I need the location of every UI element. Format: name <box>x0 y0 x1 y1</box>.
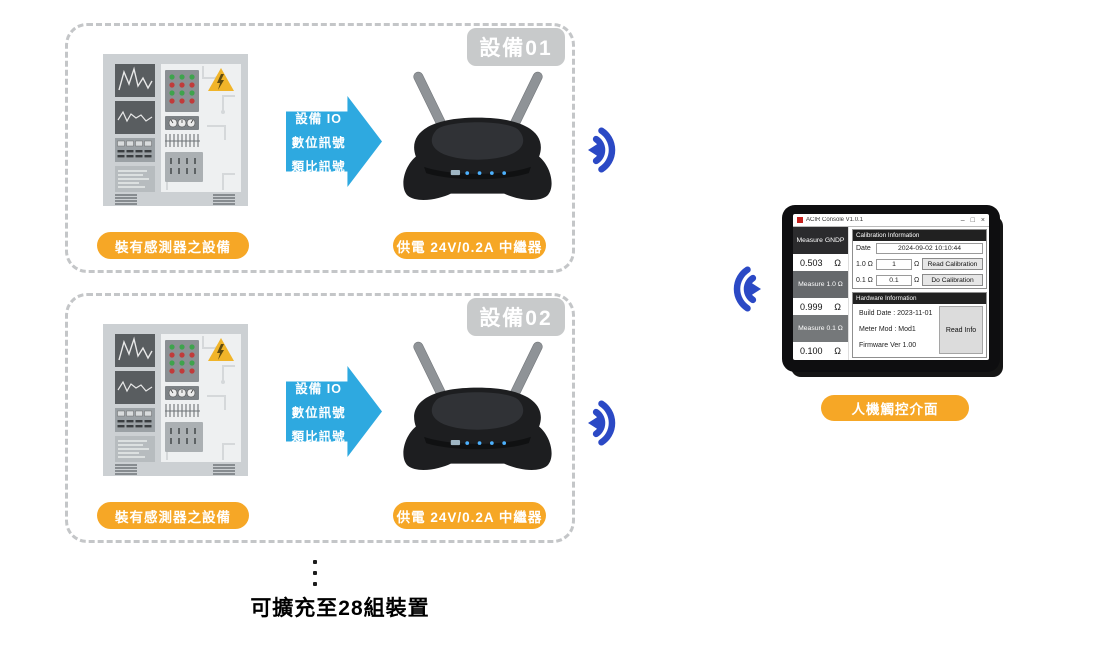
arrow-line-2: 數位訊號 <box>291 136 346 150</box>
measure-sidebar: Measure GNDP 0.503 Ω Measure 1.0 Ω 0.999… <box>793 227 849 360</box>
firmware-ver-text: Firmware Ver 1.00 <box>859 341 917 349</box>
sensor-equipment-illustration <box>103 324 248 476</box>
measure-gndp-value: 0.503 Ω <box>793 254 848 271</box>
device-group-2: 設備02 <box>65 293 575 543</box>
app-icon <box>797 217 803 223</box>
sensor-device-label: 裝有感測器之設備 <box>97 502 249 529</box>
1ohm-reading: 0.999 <box>800 301 823 312</box>
wifi-signal-icon <box>733 266 761 312</box>
build-date-text: Build Date : 2023-11-01 <box>859 309 933 317</box>
01ohm-reading: 0.100 <box>800 345 823 356</box>
io-signal-arrow: 設備 IO 數位訊號 類比訊號 <box>286 366 382 457</box>
measure-01ohm-value: 0.100 Ω <box>793 342 848 359</box>
console-window: ACIR Console V1.0.1 – □ × Measure GNDP 0… <box>793 214 989 360</box>
wifi-signal-icon <box>588 400 616 446</box>
calibration-header: Calibration Information <box>853 230 986 241</box>
ohm-unit-label: Ω <box>834 301 841 312</box>
date-field[interactable] <box>876 243 983 254</box>
window-close-button[interactable]: × <box>980 216 985 224</box>
cal-01ohm-label: 0.1 Ω <box>856 276 873 284</box>
console-titlebar: ACIR Console V1.0.1 – □ × <box>793 214 989 227</box>
sensor-device-label: 裝有感測器之設備 <box>97 232 249 259</box>
measure-gndp-button[interactable]: Measure GNDP <box>793 227 848 254</box>
ohm-unit-label: Ω <box>834 257 841 268</box>
arrow-line-1: 設備 IO <box>295 112 342 126</box>
arrow-line-3: 類比訊號 <box>291 430 346 444</box>
router-illustration <box>403 71 552 200</box>
gndp-reading: 0.503 <box>800 257 823 268</box>
cal-1ohm-label: 1.0 Ω <box>856 260 873 268</box>
router-illustration <box>403 341 552 470</box>
window-minimize-button[interactable]: – <box>960 216 965 224</box>
do-calibration-button[interactable]: Do Calibration <box>922 274 983 286</box>
hardware-section: Hardware Information Build Date : 2023-1… <box>852 292 987 358</box>
arrow-line-2: 數位訊號 <box>291 406 346 420</box>
cal-01ohm-field[interactable] <box>876 274 912 286</box>
ohm-unit-label: Ω <box>914 276 920 284</box>
read-calibration-button[interactable]: Read Calibration <box>922 258 983 270</box>
ohm-unit-label: Ω <box>834 345 841 356</box>
ohm-unit-label: Ω <box>914 260 920 268</box>
wifi-signal-icon <box>588 127 616 173</box>
read-info-button[interactable]: Read Info <box>939 306 983 354</box>
expansion-note: 可擴充至28組裝置 <box>250 597 430 620</box>
sensor-equipment-illustration <box>103 54 248 206</box>
group-2-tab: 設備02 <box>467 298 565 336</box>
date-label: Date <box>856 245 871 252</box>
io-signal-arrow: 設備 IO 數位訊號 類比訊號 <box>286 96 382 187</box>
measure-1ohm-button[interactable]: Measure 1.0 Ω <box>793 271 848 298</box>
group-1-tab: 設備01 <box>467 28 565 66</box>
measure-01ohm-button[interactable]: Measure 0.1 Ω <box>793 315 848 342</box>
hmi-interface-label: 人機觸控介面 <box>821 395 969 421</box>
arrow-line-3: 類比訊號 <box>291 160 346 174</box>
repeater-label: 供電 24V/0.2A 中繼器 <box>393 232 546 259</box>
cal-1ohm-field[interactable] <box>876 258 912 270</box>
hardware-header: Hardware Information <box>853 293 986 304</box>
hmi-tablet: ACIR Console V1.0.1 – □ × Measure GNDP 0… <box>782 205 1000 372</box>
arrow-line-1: 設備 IO <box>295 382 342 396</box>
repeater-label: 供電 24V/0.2A 中繼器 <box>393 502 546 529</box>
continuation-dots-icon <box>313 560 317 586</box>
measure-1ohm-value: 0.999 Ω <box>793 298 848 315</box>
window-maximize-button[interactable]: □ <box>970 216 975 224</box>
meter-mod-text: Meter Mod : Mod1 <box>859 325 916 333</box>
device-group-1: 設備01 <box>65 23 575 273</box>
console-title: ACIR Console V1.0.1 <box>806 217 864 223</box>
calibration-section: Calibration Information Date 1.0 Ω Ω Rea… <box>852 229 987 289</box>
